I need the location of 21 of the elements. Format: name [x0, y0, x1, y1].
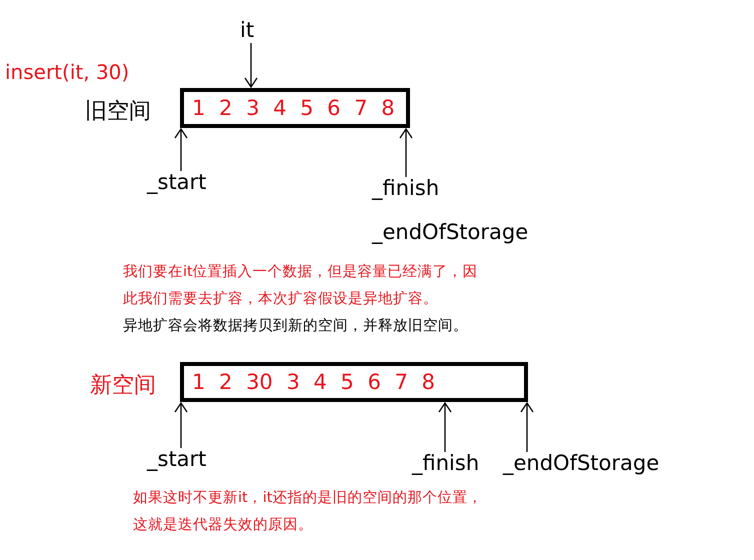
pointer-arrow: [520, 402, 534, 453]
pointer-label: it: [240, 18, 254, 42]
pointer-label: _endOfStorage: [503, 451, 660, 475]
note-text: 如果这时不更新it，it还指的是旧的空间的那个位置，这就是迭代器失效的原因。: [133, 488, 484, 535]
pointer-arrow: [174, 402, 188, 449]
pointer-arrow: [399, 128, 413, 178]
pointer-arrow: [244, 42, 258, 88]
space-label: 旧空间: [85, 98, 151, 126]
note-text: 异地扩容会将数据拷贝到新的空间，并释放旧空间。: [123, 316, 469, 336]
pointer-label: _finish: [372, 176, 440, 200]
pointer-label: _start: [147, 170, 206, 194]
pointer-label: _finish: [412, 451, 480, 475]
pointer-label: _endOfStorage: [372, 220, 528, 244]
pointer-arrow: [174, 128, 188, 172]
space-label: 新空间: [90, 372, 156, 400]
array-box: 1 2 30 3 4 5 6 7 8: [180, 362, 528, 402]
function-call-text: insert(it, 30): [5, 60, 130, 84]
array-box: 1 2 3 4 5 6 7 8: [180, 88, 410, 128]
pointer-label: _start: [147, 447, 206, 471]
note-text: 我们要在it位置插入一个数据，但是容量已经满了，因此我们需要去扩容，本次扩容假设是异地扩容。: [123, 262, 479, 309]
pointer-arrow: [438, 402, 452, 453]
